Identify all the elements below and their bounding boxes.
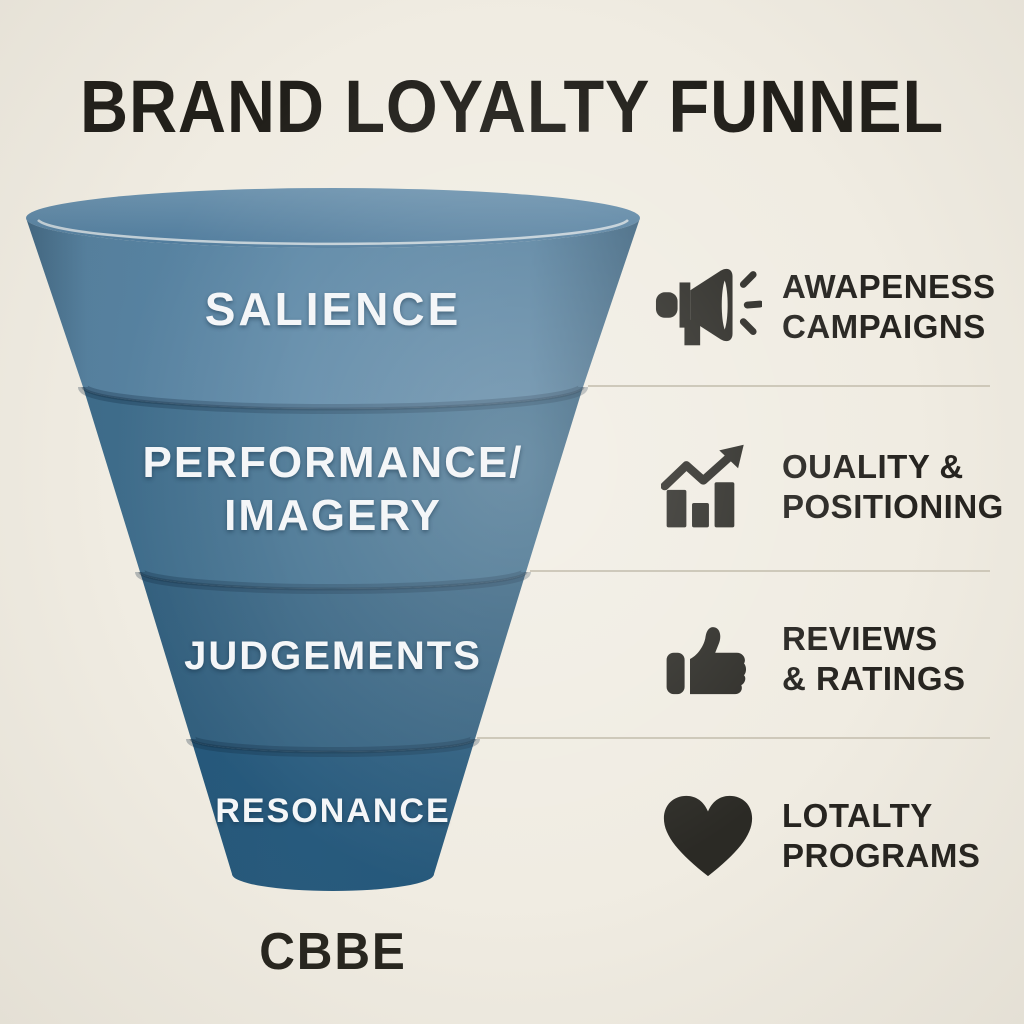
legend-row-reviews: REVIEWS & RATINGS bbox=[648, 584, 1020, 734]
legend-label: OUALITY & POSITIONING bbox=[782, 447, 1004, 528]
stage-label-text-line2: IMAGERY bbox=[224, 490, 442, 540]
legend-label-line2: POSITIONING bbox=[782, 488, 1004, 525]
stage-label-resonance: RESONANCE bbox=[215, 792, 450, 831]
heart-icon bbox=[648, 791, 768, 881]
legend-label-line1: LOTALTY bbox=[782, 796, 933, 834]
stage-label-text: PERFORMANCE/ bbox=[142, 438, 524, 487]
legend-label-line2: PROGRAMS bbox=[782, 837, 981, 874]
legend-row-quality: OUALITY & POSITIONING bbox=[648, 412, 1020, 562]
legend-label: LOTALTY PROGRAMS bbox=[782, 796, 980, 877]
funnel-rim-highlight bbox=[37, 219, 629, 246]
legend-row-awareness: AWAPENESS CAMPAIGNS bbox=[648, 232, 1020, 382]
legend-label-line1: OUALITY & bbox=[782, 447, 964, 485]
megaphone-icon bbox=[648, 261, 768, 353]
legend-label-line2: CAMPAIGNS bbox=[782, 308, 986, 345]
stage-label-judgements: JUDGEMENTS bbox=[184, 634, 482, 679]
cbbe-label: CBBE bbox=[259, 923, 407, 981]
stage-label-salience: SALIENCE bbox=[205, 282, 462, 336]
legend-label-line2: & RATINGS bbox=[782, 660, 966, 697]
legend-label: REVIEWS & RATINGS bbox=[782, 619, 966, 700]
legend-label: AWAPENESS CAMPAIGNS bbox=[782, 267, 996, 348]
legend-divider bbox=[477, 737, 990, 739]
legend-divider bbox=[530, 570, 990, 572]
legend-label-line1: AWAPENESS bbox=[782, 267, 996, 305]
stage-label-text: JUDGEMENTS bbox=[184, 634, 482, 678]
bar-chart-icon bbox=[648, 444, 768, 530]
stage-label-performance-imagery: PERFORMANCE/ IMAGERY bbox=[143, 437, 524, 543]
legend-divider bbox=[588, 385, 990, 387]
legend-label-line1: REVIEWS bbox=[782, 619, 938, 657]
legend-row-loyalty: LOTALTY PROGRAMS bbox=[648, 756, 1020, 916]
thumbs-up-icon bbox=[648, 616, 768, 702]
stage-label-text: RESONANCE bbox=[215, 792, 451, 830]
funnel-shading-overlay bbox=[26, 218, 640, 891]
page-title: BRAND LOYALTY FUNNEL bbox=[79, 65, 945, 148]
stage-label-text: SALIENCE bbox=[204, 283, 462, 335]
funnel-mouth bbox=[26, 188, 640, 248]
